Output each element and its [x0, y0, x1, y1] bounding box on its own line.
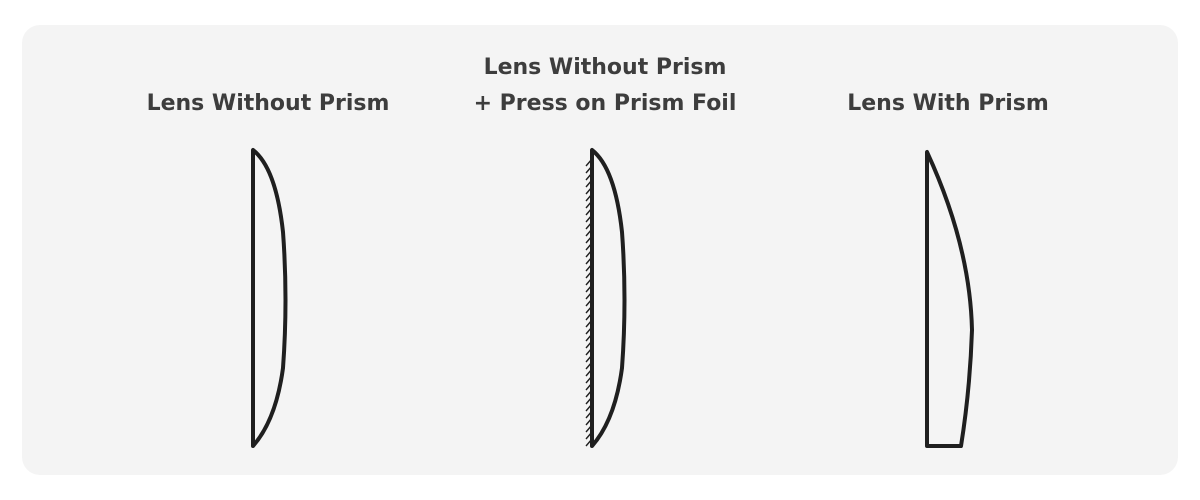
diagram-panel	[22, 25, 1178, 475]
lens-without-prism-shape	[251, 148, 288, 448]
title-line: Lens Without Prism	[146, 91, 390, 116]
lens-with-foil-shape	[590, 148, 627, 448]
title-line: Lens Without Prism	[483, 55, 727, 80]
lens-with-prism-foil-title: Lens Without Prism + Press on Prism Foil	[455, 50, 755, 122]
lens-without-prism-title: Lens Without Prism	[118, 86, 418, 122]
title-line: + Press on Prism Foil	[473, 91, 737, 116]
title-line: Lens With Prism	[847, 91, 1049, 116]
lens-with-prism-shape	[925, 150, 974, 448]
lens-with-prism-title: Lens With Prism	[798, 86, 1098, 122]
